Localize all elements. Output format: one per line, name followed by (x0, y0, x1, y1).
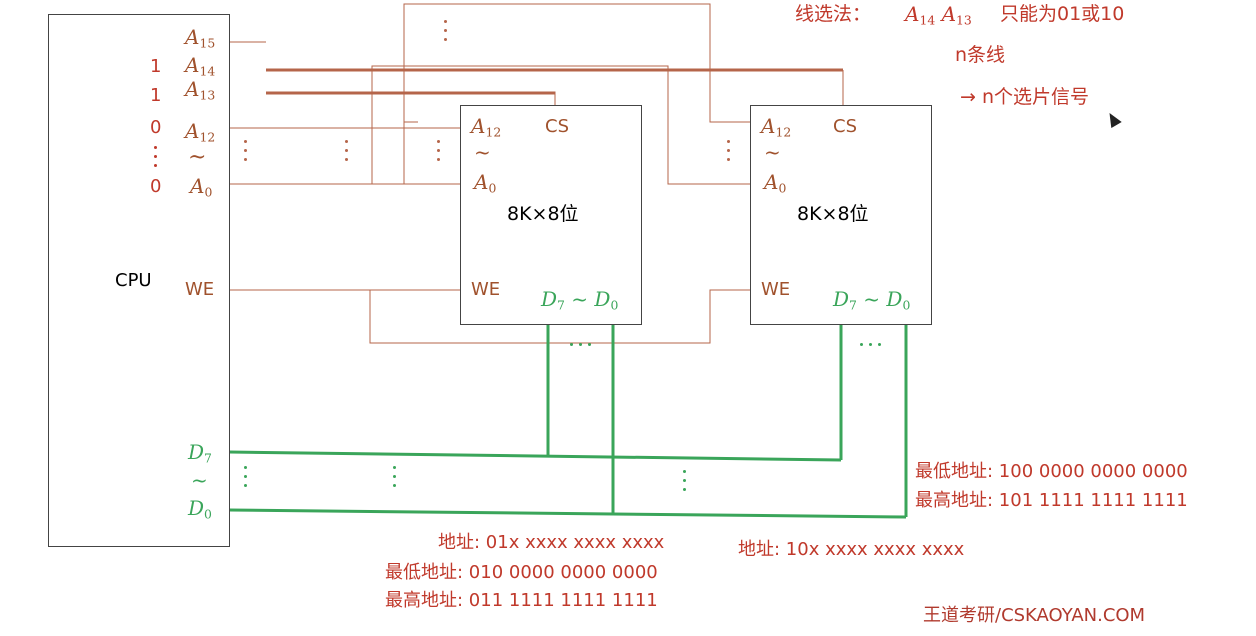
data-ellipsis-1 (244, 466, 250, 493)
chip1-we: WE (471, 279, 501, 300)
note-line2: n条线 (955, 44, 1006, 66)
chip2-a12: A12 (761, 114, 792, 140)
pin-d0: D0 (188, 496, 212, 522)
chip2-we: WE (761, 279, 791, 300)
wire-a12-chip2 (403, 3, 750, 123)
addr-ellipsis-1 (244, 140, 250, 167)
note-line3: → n个选片信号 (960, 86, 1090, 108)
chip2-data-bus: D7 ~ D0 (833, 287, 911, 313)
pin-we: WE (185, 279, 215, 300)
watermark: 王道考研/CSKAOYAN.COM (923, 605, 1146, 626)
chip1-addr-max: 最高地址: 011 1111 1111 1111 (385, 590, 658, 611)
wire-a12-branch (371, 65, 669, 128)
pin-a15: A15 (185, 25, 216, 51)
chip1-data-ellipsis (570, 331, 597, 350)
cpu-label: CPU (115, 270, 152, 291)
addr-ellipsis-4 (444, 20, 450, 47)
wire-a0-chip2 (403, 121, 418, 184)
pin-a12: A12 (185, 119, 216, 145)
data-ellipsis-3 (683, 470, 689, 497)
chip2-addr: 地址: 10x xxxx xxxx xxxx (738, 539, 965, 560)
chip2-addr-max: 最高地址: 101 1111 1111 1111 (915, 490, 1188, 511)
memory-chip-1: A12 CS ~ A0 8K×8位 WE D7 ~ D0 (460, 105, 642, 325)
chip2-tilde: ~ (764, 140, 781, 164)
addr-ellipsis-5 (727, 140, 733, 167)
chip2-a0: A0 (764, 170, 787, 196)
chip2-capacity: 8K×8位 (797, 203, 869, 225)
addr-ellipsis-3 (437, 140, 443, 167)
data-bus-d0 (228, 508, 907, 519)
pin-a0: A0 (190, 174, 213, 200)
pin-tilde: ~ (188, 145, 207, 170)
chip1-cs: CS (545, 116, 569, 137)
wire-a0-chip2-b (667, 128, 750, 185)
data-bus-d7 (228, 450, 842, 462)
pin-d-tilde: ~ (191, 468, 208, 492)
note-title-vars: A14 A13 (905, 2, 972, 28)
chip1-addr-min: 最低地址: 010 0000 0000 0000 (385, 562, 658, 583)
chip1-data-bus: D7 ~ D0 (541, 287, 619, 313)
note-title-prefix: 线选法： (795, 3, 872, 25)
bit-a13: 1 (150, 85, 162, 106)
chip1-a0: A0 (474, 170, 497, 196)
chip1-a12: A12 (471, 114, 502, 140)
chip1-addr: 地址: 01x xxxx xxxx xxxx (438, 532, 665, 553)
chip1-tilde: ~ (474, 140, 491, 164)
note-title-suffix: 只能为01或10 (1000, 3, 1125, 25)
addr-ellipsis-2 (345, 140, 351, 167)
chip2-addr-min: 最低地址: 100 0000 0000 0000 (915, 461, 1188, 482)
chip1-capacity: 8K×8位 (507, 203, 579, 225)
chip2-data-ellipsis (860, 331, 887, 350)
data-ellipsis-2 (393, 466, 399, 493)
cpu-block: CPU (48, 14, 230, 547)
memory-chip-2: A12 CS ~ A0 8K×8位 WE D7 ~ D0 (750, 105, 932, 325)
bit-ellipsis (154, 146, 160, 173)
wire-we-bus (369, 289, 750, 344)
pin-d7: D7 (188, 440, 212, 466)
bit-a14: 1 (150, 56, 162, 77)
pin-a13: A13 (185, 77, 216, 103)
chip2-cs: CS (833, 116, 857, 137)
pin-a14: A14 (185, 53, 216, 79)
bit-a12: 0 (150, 117, 162, 138)
bit-a0: 0 (150, 176, 162, 197)
